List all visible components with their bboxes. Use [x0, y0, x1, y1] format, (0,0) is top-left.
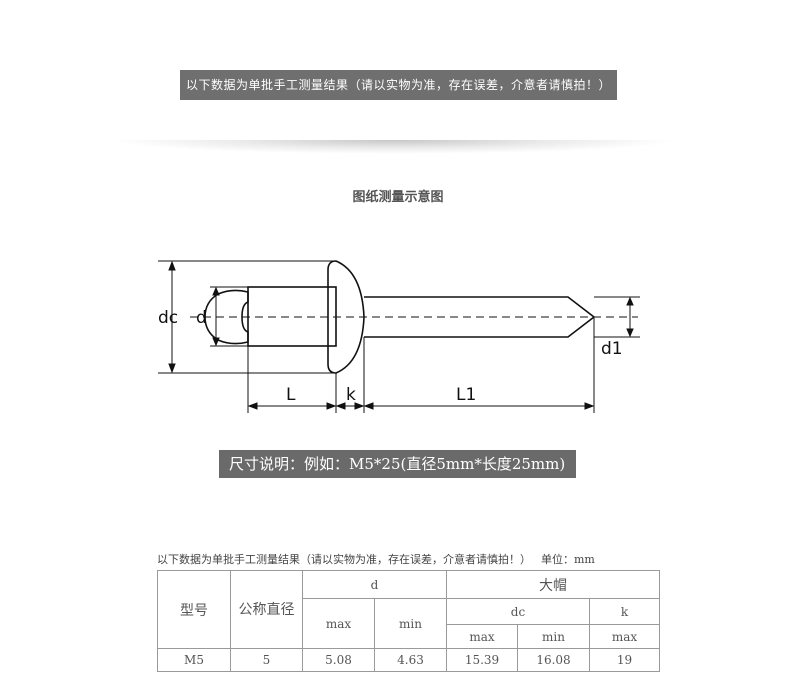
label-d: d	[196, 308, 207, 328]
disclaimer-banner: 以下数据为单批手工测量结果（请以实物为准，存在误差，介意者请慎拍！）	[180, 70, 617, 100]
header-dc-max: max	[446, 624, 518, 649]
label-d1: d1	[601, 339, 623, 359]
diagram-title: 图纸测量示意图	[352, 190, 444, 205]
cell-k-max: 19	[589, 648, 660, 672]
label-k: k	[346, 385, 356, 405]
table-caption-text: 以下数据为单批手工测量结果（请以实物为准，存在误差，介意者请慎拍！）	[157, 553, 531, 566]
cell-d-min: 4.63	[374, 648, 447, 672]
header-model: 型号	[157, 570, 231, 649]
header-d-max: max	[302, 598, 375, 649]
header-d: d	[302, 570, 447, 599]
rivet-diagram: dc d d1 L k L1	[158, 260, 640, 413]
label-L: L	[286, 385, 296, 405]
table-row: M5 5 5.08 4.63 15.39 16.08 19	[157, 648, 660, 672]
cell-dc-max: 15.39	[446, 648, 518, 672]
cell-model: M5	[157, 648, 231, 672]
header-cap: 大帽	[446, 570, 660, 599]
header-k-max: max	[589, 624, 660, 649]
mandrel-head	[204, 289, 249, 345]
header-d-min: min	[374, 598, 447, 649]
size-note: 尺寸说明：例如：M5*25(直径5mm*长度25mm)	[219, 450, 576, 478]
header-dc-min: min	[517, 624, 590, 649]
cell-nominal: 5	[230, 648, 303, 672]
unit-label: 单位：mm	[541, 553, 595, 566]
cell-dc-min: 16.08	[517, 648, 590, 672]
rivet-cap	[327, 260, 365, 374]
label-dc: dc	[158, 308, 178, 328]
cell-d-max: 5.08	[302, 648, 375, 672]
header-nominal-diameter: 公称直径	[230, 570, 303, 649]
label-L1: L1	[456, 385, 476, 405]
divider-shadow	[110, 140, 680, 154]
table-caption: 以下数据为单批手工测量结果（请以实物为准，存在误差，介意者请慎拍！） 单位：mm	[157, 551, 667, 567]
header-k: k	[589, 598, 660, 625]
spec-table: 型号 公称直径 d 大帽 max min dc k max min max M5…	[157, 570, 660, 672]
header-dc: dc	[446, 598, 590, 625]
